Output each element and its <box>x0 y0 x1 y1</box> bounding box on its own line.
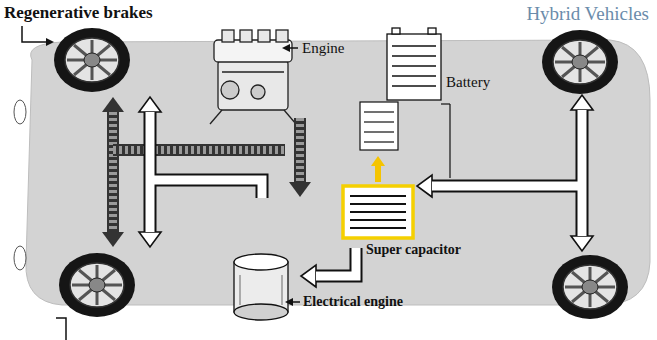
part-label: Electrical engine <box>303 294 403 309</box>
part-label: Regenerative brakes <box>4 4 153 23</box>
part-label: Battery <box>446 74 490 91</box>
part-label: Super capacitor <box>366 242 461 257</box>
part-label: Engine <box>302 40 345 57</box>
diagram-title: Hybrid Vehicles <box>526 4 649 25</box>
